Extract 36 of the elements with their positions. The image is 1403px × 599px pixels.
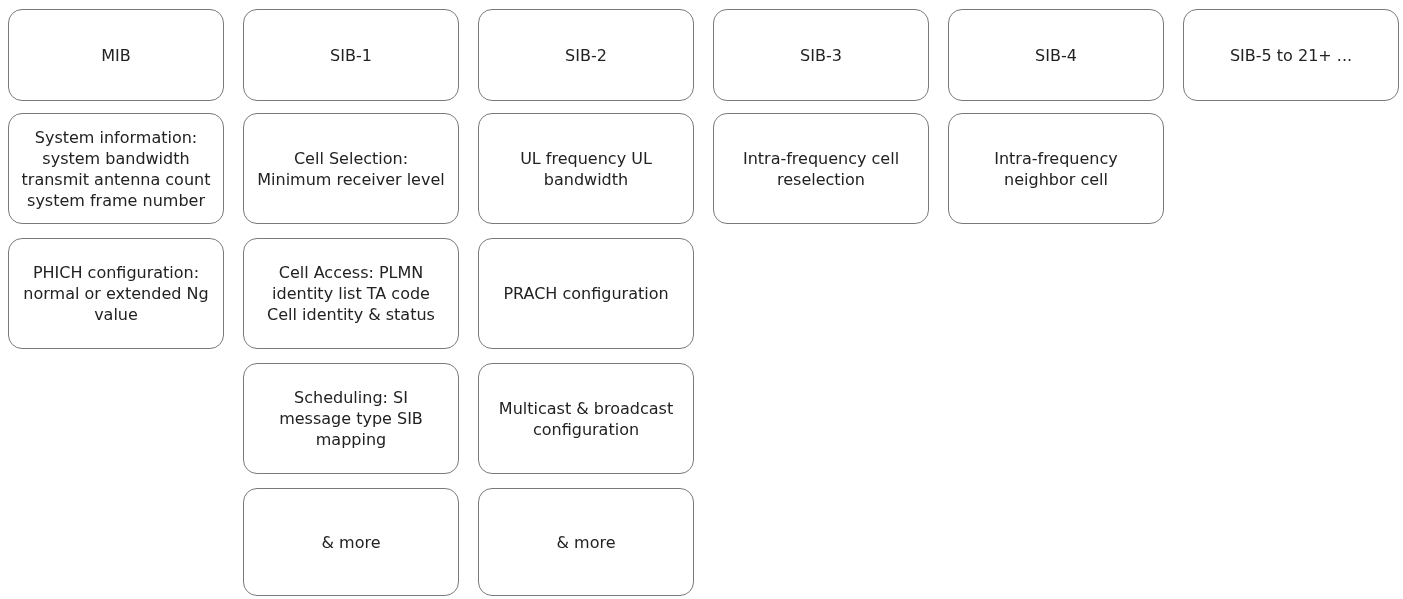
box-text: PRACH configuration xyxy=(503,283,669,304)
rounded-box xyxy=(8,9,224,101)
rounded-box xyxy=(243,113,459,224)
box-text: Cell Selection: Minimum receiver level xyxy=(256,147,446,190)
rounded-box xyxy=(243,9,459,101)
box-text: Multicast & broadcast configuration xyxy=(497,397,675,440)
box-text: SIB-1 xyxy=(330,44,372,66)
rounded-box xyxy=(478,488,694,596)
box-text: UL frequency UL bandwidth xyxy=(519,147,653,190)
box-text: MIB xyxy=(101,44,131,66)
box-text: & more xyxy=(321,531,381,553)
rounded-box xyxy=(948,9,1164,101)
rounded-box xyxy=(478,363,694,474)
box-text: Intra-frequency cell reselection xyxy=(741,147,901,190)
rounded-box xyxy=(478,238,694,349)
rounded-box xyxy=(243,488,459,596)
box-text: SIB-4 xyxy=(1035,44,1077,66)
rounded-box xyxy=(713,113,929,224)
box-text: System information: system bandwidth transmit antenna count system frame number xyxy=(21,126,211,211)
box-text: Scheduling: SI message type SIB mapping xyxy=(278,387,424,450)
rounded-box xyxy=(478,113,694,224)
rounded-box xyxy=(8,238,224,349)
rounded-box xyxy=(1183,9,1399,101)
rounded-box xyxy=(948,113,1164,224)
box-text: Cell Access: PLMN identity list TA code Cell identity & status xyxy=(266,262,436,325)
rounded-box xyxy=(713,9,929,101)
box-text: Intra-frequency neighbor cell xyxy=(993,147,1119,190)
box-text: SIB-5 to 21+ ... xyxy=(1229,44,1353,66)
rounded-box xyxy=(8,113,224,224)
rounded-box xyxy=(478,9,694,101)
box-text: PHICH configuration: normal or extended Ng value xyxy=(22,262,210,325)
box-text: & more xyxy=(556,531,616,553)
box-text: SIB-3 xyxy=(800,44,842,66)
rounded-box xyxy=(243,238,459,349)
box-text: SIB-2 xyxy=(565,44,607,66)
rounded-box xyxy=(243,363,459,474)
